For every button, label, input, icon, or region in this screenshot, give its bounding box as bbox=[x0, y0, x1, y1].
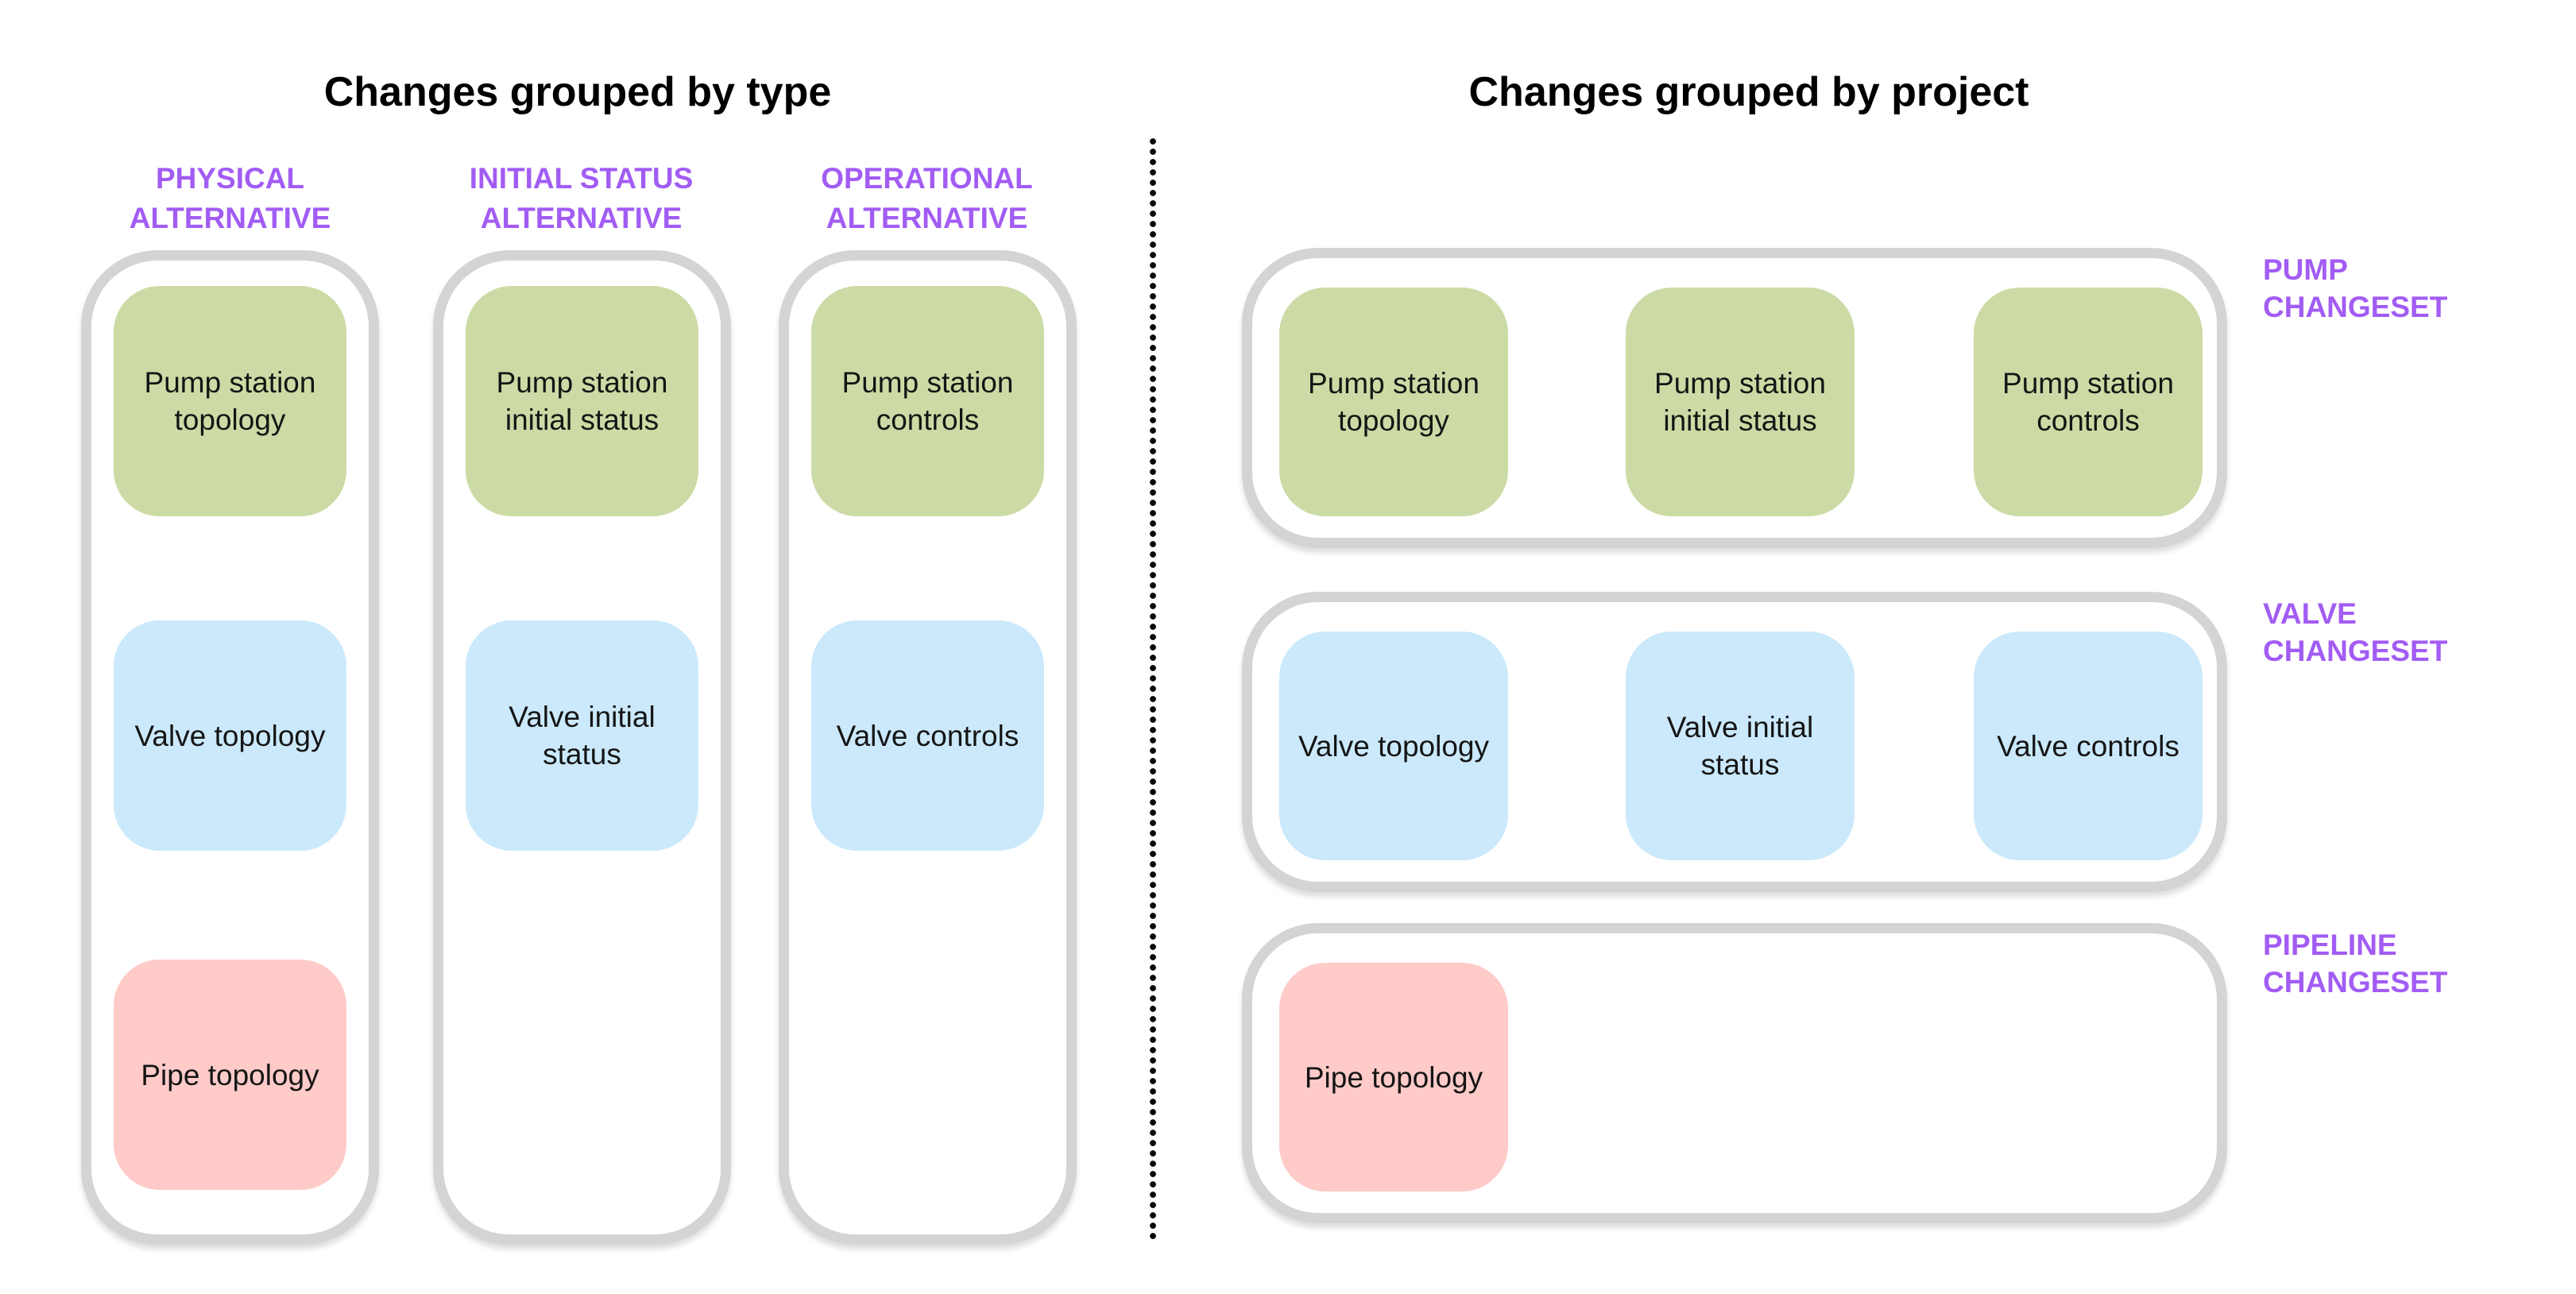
change-box-pump-station-topology: Pump station topology bbox=[114, 286, 346, 516]
changeset-label-pipeline: PIPELINE CHANGESET bbox=[2263, 926, 2447, 1001]
header-line: OPERATIONAL bbox=[821, 162, 1033, 195]
change-box-label: Valve initial status bbox=[1666, 711, 1814, 781]
change-box-label: Valve topology bbox=[134, 719, 326, 752]
change-box-label: Pipe topology bbox=[141, 1058, 319, 1091]
change-box-pump-station-controls: Pump station controls bbox=[1974, 288, 2203, 516]
dotted-divider-line bbox=[1150, 137, 1156, 1239]
change-box-valve-initial-status: Valve initial status bbox=[466, 620, 698, 851]
change-box-label: Pump station topology bbox=[1308, 367, 1479, 437]
operational-alternative-container: Pump station controls Valve controls bbox=[779, 250, 1077, 1245]
column-header-operational-alternative: OPERATIONAL ALTERNATIVE bbox=[746, 159, 1108, 238]
change-box-label: Valve topology bbox=[1298, 729, 1489, 763]
initial-status-alternative-container: Pump station initial status Valve initia… bbox=[433, 250, 731, 1245]
column-header-initial-status-alternative: INITIAL STATUS ALTERNATIVE bbox=[400, 159, 762, 238]
change-box-label: Pump station initial status bbox=[1654, 367, 1826, 437]
left-section-title: Changes grouped by type bbox=[323, 69, 832, 115]
pump-changeset-container: Pump station topology Pump station initi… bbox=[1242, 248, 2227, 548]
change-box-valve-controls: Valve controls bbox=[811, 620, 1044, 851]
change-box-label: Valve controls bbox=[836, 719, 1019, 752]
label-line: VALVE bbox=[2263, 597, 2357, 630]
label-line: PUMP bbox=[2263, 253, 2348, 286]
changeset-label-pump: PUMP CHANGESET bbox=[2263, 251, 2447, 326]
change-box-pipe-topology: Pipe topology bbox=[1279, 963, 1508, 1192]
change-box-pump-station-initial-status: Pump station initial status bbox=[1626, 288, 1855, 516]
change-box-label: Valve initial status bbox=[509, 701, 656, 771]
header-line: INITIAL STATUS bbox=[469, 162, 694, 195]
change-box-label: Pump station controls bbox=[841, 366, 1014, 436]
change-box-pump-station-controls: Pump station controls bbox=[811, 286, 1044, 516]
header-line: ALTERNATIVE bbox=[480, 202, 683, 234]
change-box-valve-topology: Valve topology bbox=[1279, 632, 1508, 860]
change-box-pump-station-topology: Pump station topology bbox=[1279, 288, 1508, 516]
change-box-valve-controls: Valve controls bbox=[1974, 632, 2203, 860]
label-line: CHANGESET bbox=[2263, 291, 2448, 323]
label-line: PIPELINE bbox=[2263, 929, 2397, 961]
header-line: ALTERNATIVE bbox=[826, 202, 1028, 234]
column-header-physical-alternative: PHYSICAL ALTERNATIVE bbox=[49, 159, 411, 238]
pipeline-changeset-container: Pipe topology bbox=[1242, 923, 2227, 1223]
right-section-title: Changes grouped by project bbox=[1468, 69, 2029, 115]
label-line: CHANGESET bbox=[2263, 966, 2448, 999]
header-line: PHYSICAL bbox=[155, 162, 305, 195]
change-box-label: Pipe topology bbox=[1304, 1060, 1483, 1094]
change-box-valve-topology: Valve topology bbox=[114, 620, 346, 851]
change-box-label: Pump station controls bbox=[2002, 367, 2174, 437]
change-box-label: Pump station topology bbox=[144, 366, 316, 436]
label-line: CHANGESET bbox=[2263, 635, 2448, 667]
physical-alternative-container: Pump station topology Valve topology Pip… bbox=[81, 250, 379, 1245]
changeset-label-valve: VALVE CHANGESET bbox=[2263, 595, 2447, 670]
change-box-pump-station-initial-status: Pump station initial status bbox=[466, 286, 698, 516]
change-box-label: Valve controls bbox=[1997, 729, 2180, 763]
header-line: ALTERNATIVE bbox=[129, 202, 331, 234]
change-box-pipe-topology: Pipe topology bbox=[114, 960, 346, 1190]
change-box-label: Pump station initial status bbox=[496, 366, 668, 436]
change-box-valve-initial-status: Valve initial status bbox=[1626, 632, 1855, 860]
valve-changeset-container: Valve topology Valve initial status Valv… bbox=[1242, 592, 2227, 892]
